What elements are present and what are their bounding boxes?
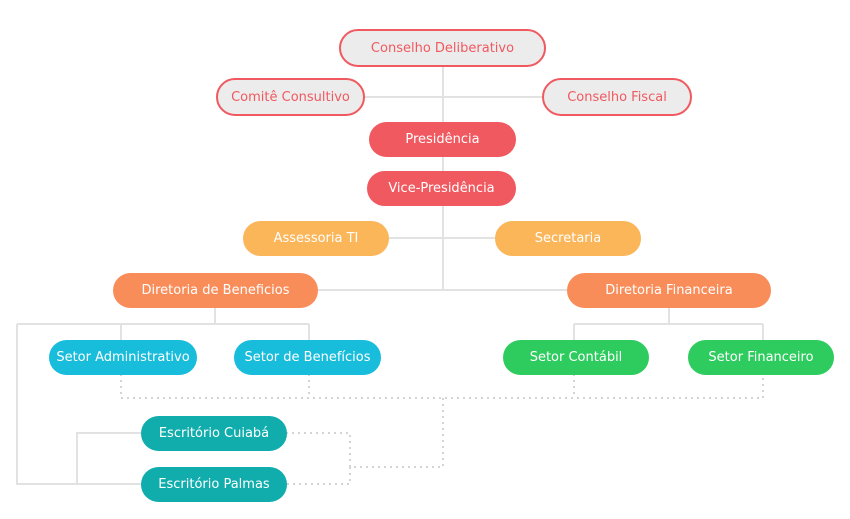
node-vice-presidencia[interactable]: Vice-Presidência <box>367 171 516 206</box>
node-escritorio-cuiaba[interactable]: Escritório Cuiabá <box>141 416 287 451</box>
node-setor-contabil[interactable]: Setor Contábil <box>503 340 649 375</box>
node-presidencia[interactable]: Presidência <box>369 122 516 157</box>
node-setor-beneficios[interactable]: Setor de Benefícios <box>234 340 381 375</box>
node-conselho-deliberativo[interactable]: Conselho Deliberativo <box>339 29 546 67</box>
node-setor-financeiro[interactable]: Setor Financeiro <box>688 340 834 375</box>
node-assessoria-ti[interactable]: Assessoria TI <box>243 221 389 256</box>
node-escritorio-palmas[interactable]: Escritório Palmas <box>141 467 287 502</box>
node-comite-consultivo[interactable]: Comitê Consultivo <box>216 78 365 116</box>
dotted-escritorio-link <box>286 398 444 485</box>
node-setor-administrativo[interactable]: Setor Administrativo <box>49 340 197 375</box>
node-secretaria[interactable]: Secretaria <box>495 221 641 256</box>
node-conselho-fiscal[interactable]: Conselho Fiscal <box>542 78 692 116</box>
dotted-setores-link <box>120 374 764 399</box>
node-diretoria-financeira[interactable]: Diretoria Financeira <box>567 273 771 308</box>
node-diretoria-beneficios[interactable]: Diretoria de Beneficios <box>113 273 318 308</box>
